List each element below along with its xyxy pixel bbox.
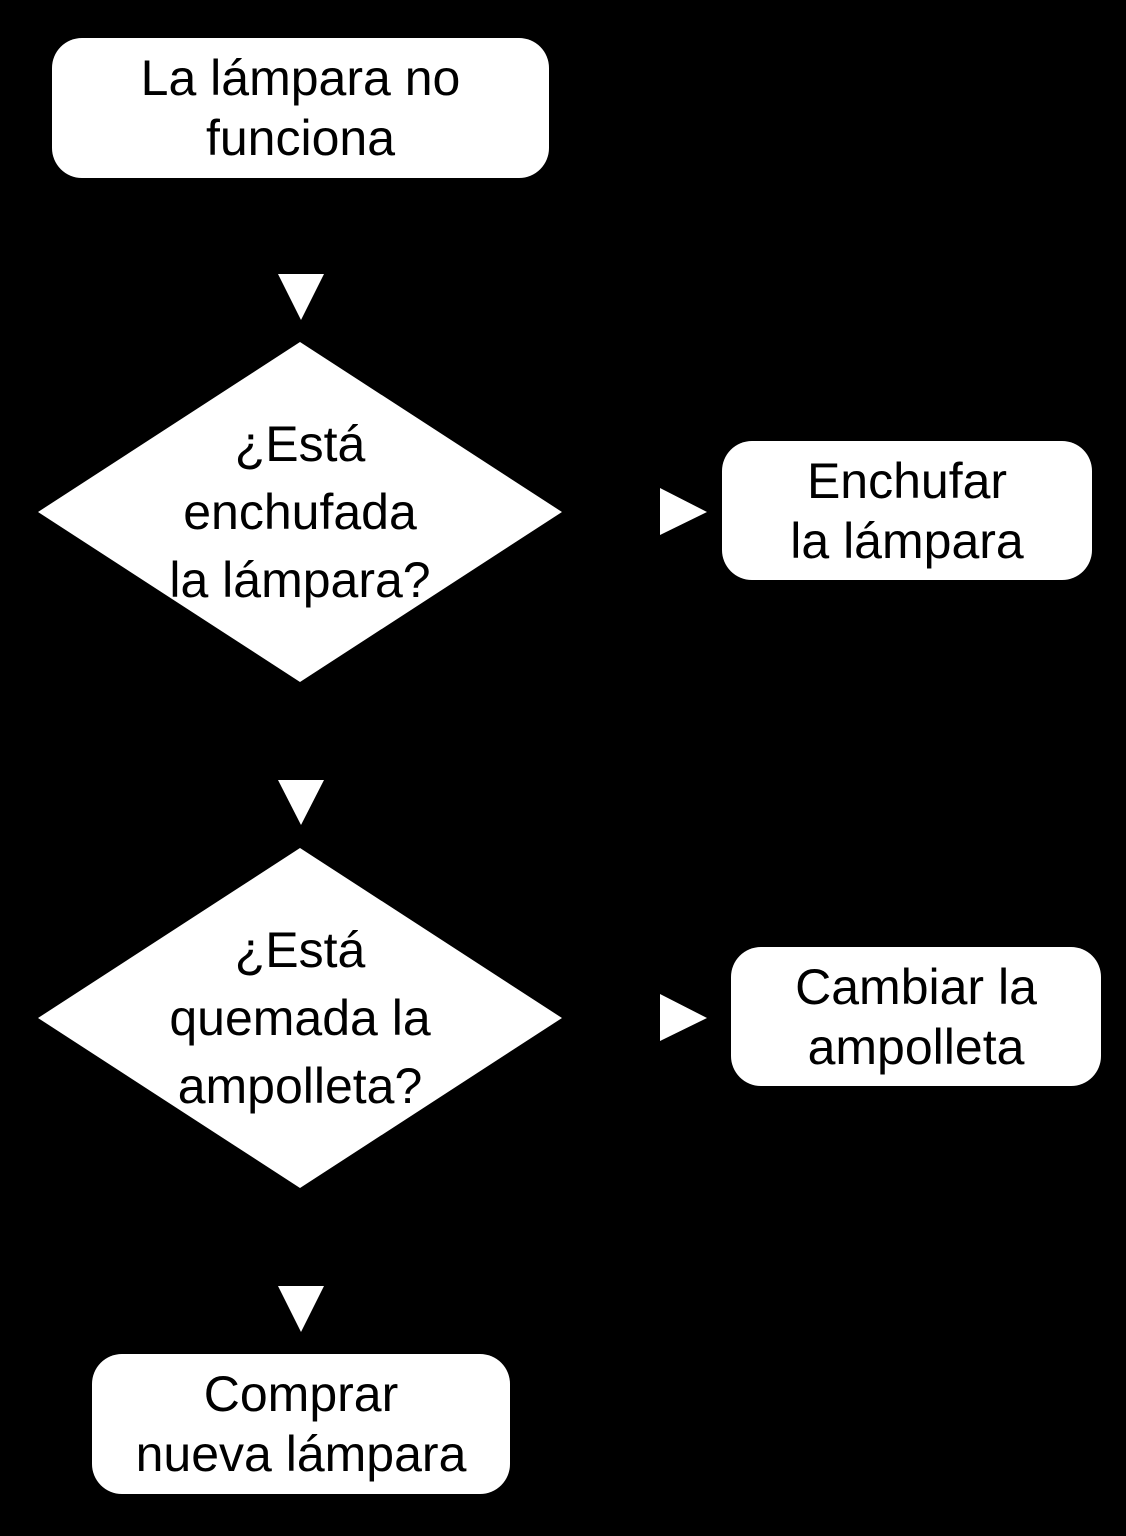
decision-diamond-bulb	[38, 848, 562, 1188]
arrow-right-icon	[660, 994, 707, 1041]
decision-diamond-plugged	[38, 342, 562, 682]
arrow-right-icon	[660, 488, 707, 535]
plug-in-lamp-line: Enchufar	[806, 452, 1008, 509]
replace-bulb-node: Cambiar la ampolleta	[731, 947, 1101, 1086]
decision-plugged-line: ¿Está	[234, 416, 366, 472]
start-node-line: La lámpara no	[140, 50, 461, 106]
plug-in-lamp-node: Enchufar la lámpara	[722, 441, 1092, 580]
decision-plugged-label: ¿Está enchufada la lámpara?	[100, 392, 500, 632]
replace-bulb-line: Cambiar la	[795, 958, 1037, 1015]
plug-in-lamp-line: la lámpara	[790, 512, 1024, 569]
arrow-down-icon	[278, 1286, 324, 1332]
arrow-down-icon	[278, 274, 324, 320]
decision-bulb-line: ampolleta?	[177, 1058, 423, 1114]
decision-plugged-line: la lámpara?	[169, 552, 431, 608]
decision-bulb-line: ¿Está	[234, 922, 366, 978]
start-node: La lámpara no funciona	[52, 38, 549, 178]
decision-plugged-line: enchufada	[183, 484, 417, 540]
start-node-line: funciona	[205, 110, 396, 166]
arrow-down-icon	[278, 780, 324, 825]
buy-new-lamp-node: Comprar nueva lámpara	[92, 1354, 510, 1494]
decision-bulb-line: quemada la	[169, 990, 431, 1046]
replace-bulb-line: ampolleta	[807, 1018, 1025, 1075]
decision-bulb-label: ¿Está quemada la ampolleta?	[100, 898, 500, 1138]
buy-new-lamp-line: nueva lámpara	[135, 1426, 467, 1482]
buy-new-lamp-line: Comprar	[203, 1366, 399, 1422]
